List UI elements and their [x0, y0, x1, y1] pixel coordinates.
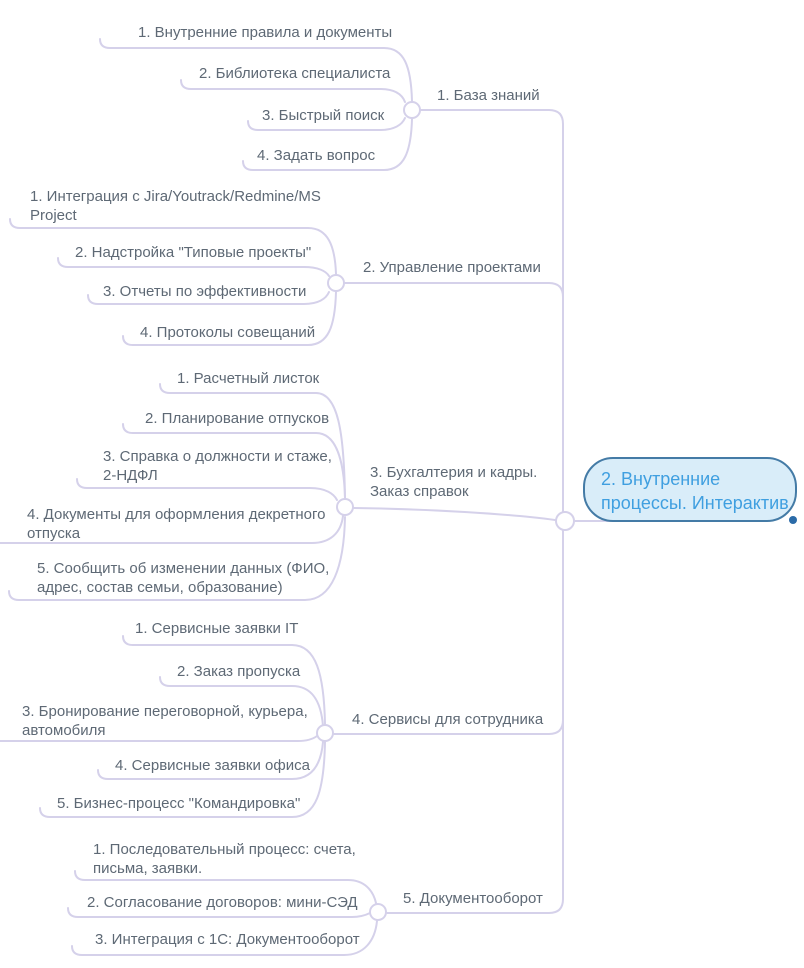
node-label: Project	[30, 207, 77, 224]
connector-b3-c1	[159, 383, 346, 499]
node-label: 5. Сообщить об изменении данных (ФИО,	[37, 560, 330, 577]
connector-b3-c3	[76, 478, 338, 501]
connector-b4-c4	[97, 741, 324, 780]
connector-b3-spine	[353, 507, 556, 521]
node-label: 5. Бизнес-процесс "Командировка"	[57, 795, 301, 812]
node-b1-specialist-library[interactable]: 2. Библиотека специалиста	[199, 64, 390, 83]
node-label: автомобиля	[22, 722, 106, 739]
node-label: 1. Расчетный листок	[177, 370, 320, 387]
connector-b5-c3	[71, 920, 378, 956]
node-label: письма, заявки.	[93, 860, 203, 877]
root-node-drag-handle[interactable]	[789, 516, 797, 524]
connector-b4-c5	[39, 741, 326, 818]
connector-b5-spine	[386, 530, 564, 914]
node-label: 1. Последовательный процесс: счета,	[93, 841, 356, 858]
connector-b4-c3	[0, 735, 318, 742]
junction-toggle-b3[interactable]	[336, 498, 354, 516]
node-label: 2. Согласование договоров: мини-СЭД	[87, 894, 358, 911]
node-b2-jira-integration[interactable]: 1. Интеграция с Jira/Youtrack/Redmine/MS…	[30, 187, 321, 225]
node-label: 3. Интеграция с 1С: Документооборот	[95, 931, 360, 948]
connector-b4-c2	[159, 676, 324, 727]
node-b3-data-change-report[interactable]: 5. Сообщить об изменении данных (ФИО, ад…	[37, 559, 329, 597]
node-label: 4. Сервисы для сотрудника	[352, 711, 544, 728]
node-label: 4. Документы для оформления декретного	[27, 506, 326, 523]
node-b4-booking[interactable]: 3. Бронирование переговорной, курьера, а…	[22, 702, 308, 740]
node-b2-meeting-minutes[interactable]: 4. Протоколы совещаний	[140, 323, 315, 342]
node-label: 4. Сервисные заявки офиса	[115, 757, 310, 774]
connector-b1-c2	[180, 79, 406, 103]
node-b3-vacation-planning[interactable]: 2. Планирование отпусков	[145, 409, 329, 428]
node-label: 1. Сервисные заявки IT	[135, 620, 299, 637]
node-label: 3. Быстрый поиск	[262, 107, 385, 124]
connector-b1-spine	[420, 109, 564, 512]
node-label: 4. Задать вопрос	[257, 147, 376, 164]
node-b3-payslip[interactable]: 1. Расчетный листок	[177, 369, 319, 388]
node-branch-knowledge-base[interactable]: 1. База знаний	[437, 86, 540, 105]
node-b4-business-trip[interactable]: 5. Бизнес-процесс "Командировка"	[57, 794, 300, 813]
node-label: 1. Внутренние правила и документы	[138, 24, 393, 41]
node-label: 5. Документооборот	[403, 890, 543, 907]
node-label: отпуска	[27, 525, 81, 542]
connector-b5-c2	[67, 907, 371, 918]
node-b5-1c-integration[interactable]: 3. Интеграция с 1С: Документооборот	[95, 930, 360, 949]
node-label: 2-НДФЛ	[103, 467, 158, 484]
connector-b1-c4	[242, 118, 413, 171]
node-b1-ask-question[interactable]: 4. Задать вопрос	[257, 146, 375, 165]
node-label: 1. Интеграция с Jira/Youtrack/Redmine/MS	[30, 188, 321, 205]
connector-b2-c2	[57, 257, 330, 277]
junction-toggle-b5[interactable]	[369, 903, 387, 921]
node-label: 2. Заказ пропуска	[177, 663, 301, 680]
node-label: 2. Надстройка "Типовые проекты"	[75, 244, 312, 261]
root-node[interactable]: 2. Внутренние процессы. Интерактив	[583, 457, 797, 522]
node-b2-efficiency-reports[interactable]: 3. Отчеты по эффективности	[103, 282, 306, 301]
node-label: 2. Планирование отпусков	[145, 410, 330, 427]
node-branch-employee-services[interactable]: 4. Сервисы для сотрудника	[352, 710, 543, 729]
node-branch-project-management[interactable]: 2. Управление проектами	[363, 258, 541, 277]
junction-toggle-root[interactable]	[555, 511, 575, 531]
connector-b3-c2	[122, 423, 346, 499]
connector-b2-spine	[344, 282, 564, 512]
node-b5-sequential-process[interactable]: 1. Последовательный процесс: счета, пись…	[93, 840, 356, 878]
connector-b3-c5	[8, 516, 346, 601]
connector-b2-c1	[9, 218, 337, 275]
node-label: 2. Библиотека специалиста	[199, 65, 391, 82]
connector-b5-c1	[74, 870, 377, 904]
node-b4-it-requests[interactable]: 1. Сервисные заявки IT	[135, 619, 298, 638]
node-b3-maternity-documents[interactable]: 4. Документы для оформления декретного о…	[27, 505, 326, 543]
connector-b4-spine	[333, 530, 564, 735]
root-node-label: 2. Внутренние	[601, 469, 721, 489]
node-label: 1. База знаний	[437, 87, 540, 104]
node-b1-internal-rules[interactable]: 1. Внутренние правила и документы	[138, 23, 392, 42]
node-b4-pass-order[interactable]: 2. Заказ пропуска	[177, 662, 300, 681]
node-branch-document-flow[interactable]: 5. Документооборот	[403, 889, 543, 908]
node-b2-typical-projects[interactable]: 2. Надстройка "Типовые проекты"	[75, 243, 311, 262]
node-label: 2. Управление проектами	[363, 259, 541, 276]
node-label: адрес, состав семьи, образование)	[37, 579, 283, 596]
node-b3-position-certificate[interactable]: 3. Справка о должности и стаже, 2-НДФЛ	[103, 447, 332, 485]
node-label: Заказ справок	[370, 483, 469, 500]
junction-toggle-b2[interactable]	[327, 274, 345, 292]
connector-b3-c4	[0, 515, 344, 544]
connector-b1-c1	[99, 38, 413, 102]
connector-b2-c3	[87, 291, 330, 305]
junction-toggle-b1[interactable]	[403, 101, 421, 119]
node-branch-accounting-hr[interactable]: 3. Бухгалтерия и кадры. Заказ справок	[370, 463, 537, 501]
node-label: 3. Бронирование переговорной, курьера,	[22, 703, 308, 720]
connector-b4-c1	[122, 635, 326, 725]
junction-toggle-b4[interactable]	[316, 724, 334, 742]
connector-b2-c4	[122, 291, 337, 346]
node-label: 3. Справка о должности и стаже,	[103, 448, 332, 465]
node-b4-office-requests[interactable]: 4. Сервисные заявки офиса	[115, 756, 310, 775]
node-b1-quick-search[interactable]: 3. Быстрый поиск	[262, 106, 384, 125]
connector-b1-c3	[247, 117, 406, 131]
node-label: 4. Протоколы совещаний	[140, 324, 316, 341]
node-b5-contract-approval[interactable]: 2. Согласование договоров: мини-СЭД	[87, 893, 358, 912]
node-label: 3. Бухгалтерия и кадры.	[370, 464, 538, 481]
node-label: 3. Отчеты по эффективности	[103, 283, 307, 300]
root-node-label: процессы. Интерактив	[601, 493, 789, 513]
